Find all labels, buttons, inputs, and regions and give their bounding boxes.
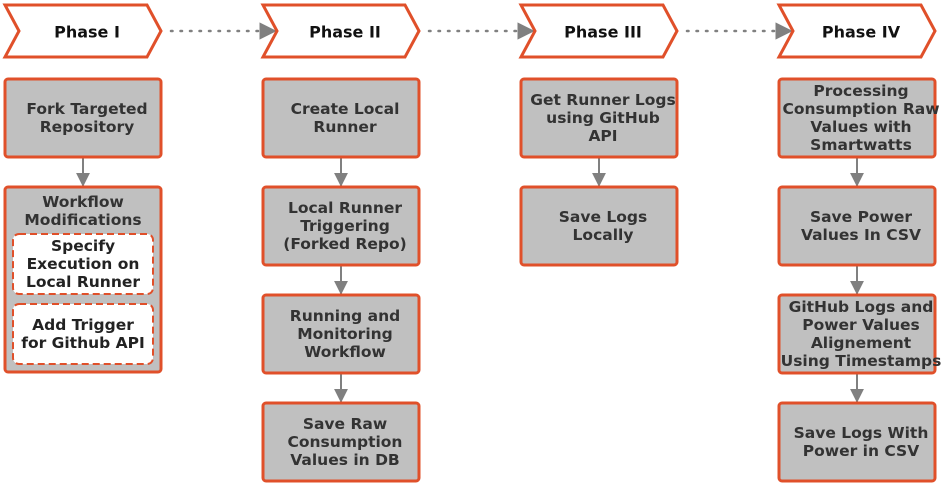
step-box-shape xyxy=(777,293,937,375)
step-label: Modifications xyxy=(24,211,141,229)
step-label: Processing xyxy=(813,82,908,100)
sub-step-label: Local Runner xyxy=(26,273,140,291)
step-label: Repository xyxy=(40,118,135,136)
phase-title: Phase III xyxy=(564,23,642,42)
step-label: Fork Targeted xyxy=(26,100,147,118)
step-box-shape xyxy=(777,77,937,159)
step-box-shape xyxy=(3,77,163,159)
sub-step-label: for Github API xyxy=(21,334,145,352)
phase-header: Phase IV xyxy=(776,3,937,59)
phase-chevron-shape xyxy=(260,3,421,59)
step-label: API xyxy=(588,127,617,145)
step-box-shape xyxy=(777,185,937,267)
step-label: GitHub Logs and xyxy=(789,298,934,316)
step-label: Locally xyxy=(573,226,634,244)
step-label: Smartwatts xyxy=(810,136,912,154)
sub-step-shape xyxy=(12,303,154,365)
phase-header: Phase II xyxy=(260,3,421,59)
step-label: Workflow xyxy=(42,193,124,211)
step-label: Local Runner xyxy=(288,199,402,217)
step-label: Triggering xyxy=(300,217,390,235)
sub-step-label: Specify xyxy=(51,237,115,255)
step-label: Values In CSV xyxy=(801,226,921,244)
step-label: Save Power xyxy=(810,208,912,226)
step-label: Runner xyxy=(313,118,377,136)
step-label: Values with xyxy=(810,118,911,136)
step-label: Values in DB xyxy=(290,451,400,469)
step-label: Save Raw xyxy=(303,415,387,433)
step-label: Power Values xyxy=(802,316,920,334)
step-box-shape xyxy=(261,185,421,267)
phase-header: Phase I xyxy=(2,3,163,59)
phase-title: Phase IV xyxy=(822,23,901,42)
step-box-shape xyxy=(519,185,679,267)
step-box-shape xyxy=(261,401,421,483)
phase-column: Phase I Fork TargetedRepositoryWorkflowMo… xyxy=(2,3,163,374)
step-box-shape xyxy=(777,401,937,483)
step-box-shape xyxy=(519,77,679,159)
step-label: Consumption Raw xyxy=(782,100,939,118)
step-label: Workflow xyxy=(304,343,386,361)
sub-step-label: Add Trigger xyxy=(32,316,134,334)
sub-step-label: Execution on xyxy=(27,255,140,273)
step-label: Consumption xyxy=(288,433,403,451)
phase-title: Phase I xyxy=(54,23,120,42)
step-label: using GitHub xyxy=(546,109,660,127)
phase-title: Phase II xyxy=(309,23,381,42)
connectors xyxy=(76,22,864,403)
sub-step-shape xyxy=(12,233,154,295)
phase-header: Phase III xyxy=(518,3,679,59)
step-label: Running and xyxy=(290,307,400,325)
step-label: Save Logs With xyxy=(794,424,929,442)
step-box-shape xyxy=(261,77,421,159)
step-label: Get Runner Logs xyxy=(530,91,675,109)
step-label: (Forked Repo) xyxy=(283,235,407,253)
phase-chevron-shape xyxy=(518,3,679,59)
step-label: Power in CSV xyxy=(803,442,919,460)
step-label: Monitoring xyxy=(297,325,393,343)
step-label: Using Timestamps xyxy=(781,352,942,370)
phase-chevron-shape xyxy=(2,3,163,59)
step-box-shape xyxy=(261,293,421,375)
step-label: Save Logs xyxy=(559,208,647,226)
step-label: Alignement xyxy=(811,334,912,352)
step-label: Create Local xyxy=(291,100,400,118)
phase-chevron-shape xyxy=(776,3,937,59)
